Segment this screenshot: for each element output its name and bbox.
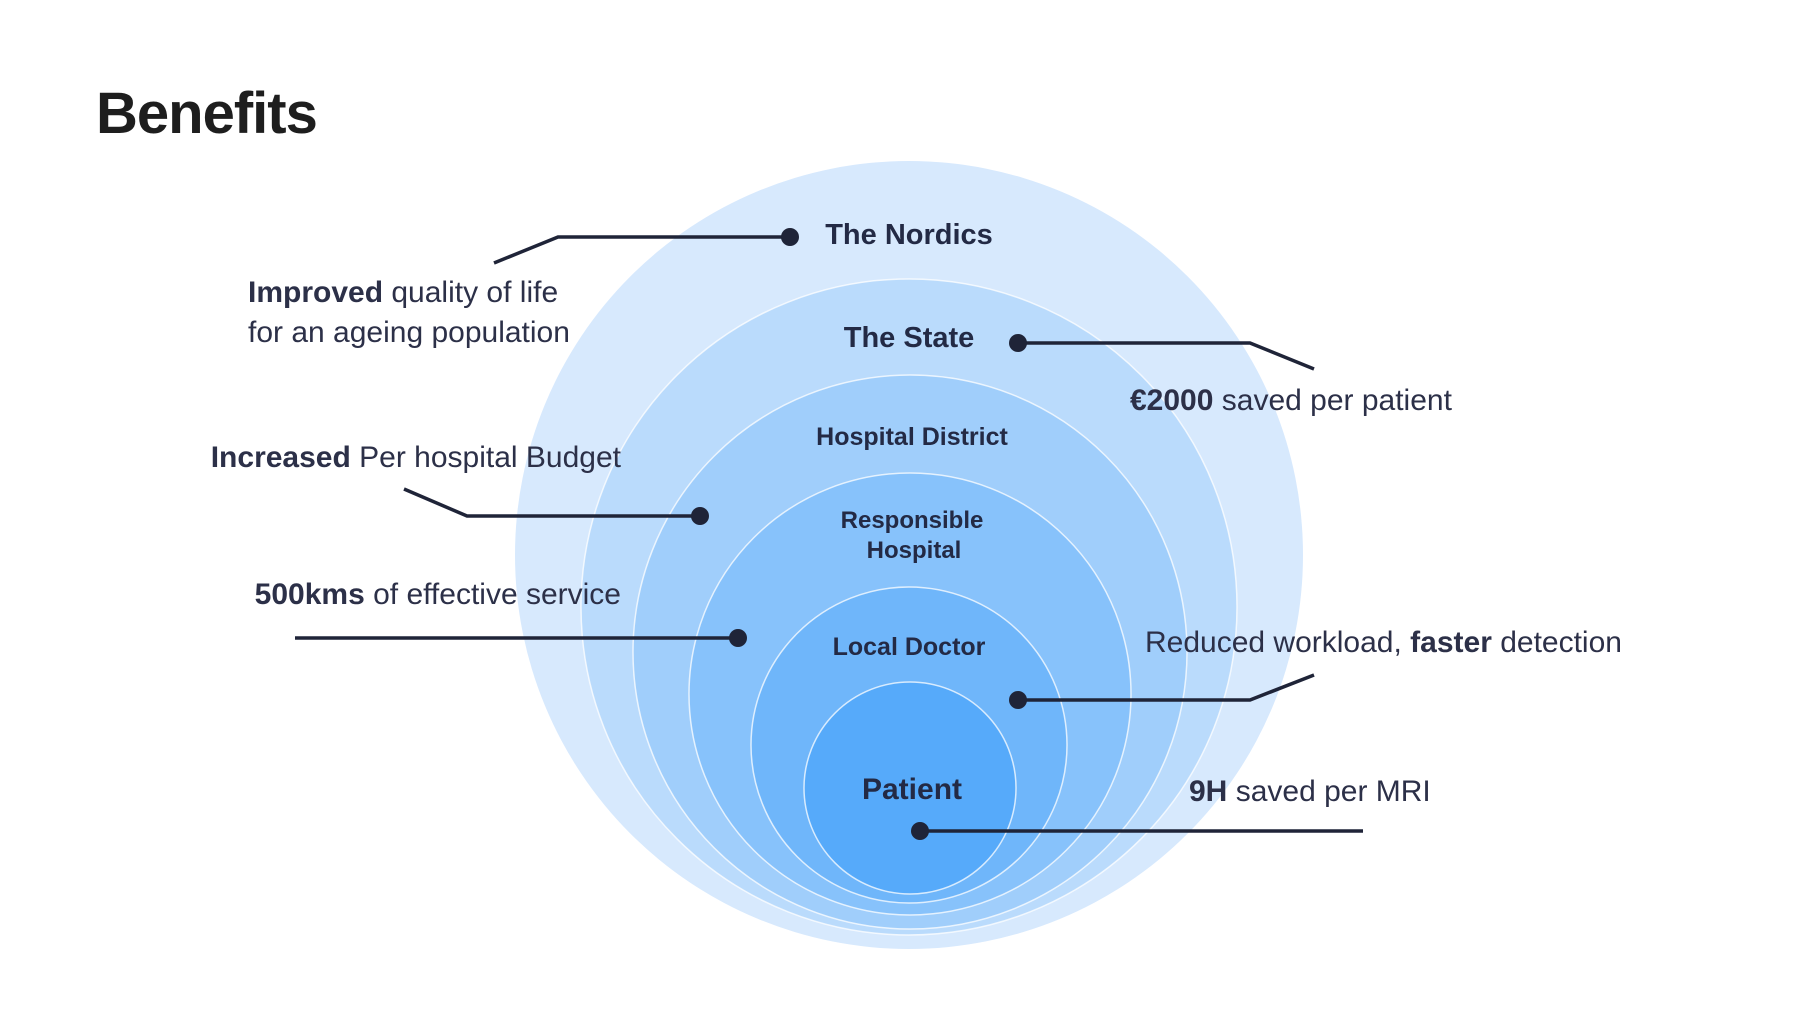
benefit-nordics-line1: Improved quality of life — [248, 276, 558, 309]
benefit-state: €2000 saved per patient — [1130, 384, 1453, 417]
benefit-local-doctor: Reduced workload, faster detection — [1145, 626, 1622, 659]
benefit-responsible: 500kms of effective service — [255, 578, 621, 611]
connector-state — [1018, 341, 1315, 371]
connector-dot-state — [1009, 334, 1027, 352]
ring-label-hospital-district: Hospital District — [816, 423, 1008, 451]
ring-patient — [803, 681, 1017, 895]
page-title: Benefits — [96, 81, 317, 146]
connector-dot-responsible — [729, 629, 747, 647]
connector-dot-local-doctor — [1009, 691, 1027, 709]
connector-nordics — [493, 235, 790, 265]
concentric-rings — [515, 161, 1303, 949]
ring-label-local-doctor: Local Doctor — [833, 633, 986, 661]
ring-label-state: The State — [844, 322, 975, 354]
connector-dot-patient — [911, 822, 929, 840]
benefit-nordics-line2: for an ageing population — [248, 316, 570, 349]
ring-label-responsible-line1: Responsible — [841, 507, 984, 534]
ring-label-responsible-line2: Hospital — [867, 537, 962, 564]
ring-label-nordics: The Nordics — [825, 219, 993, 251]
ring-label-patient: Patient — [862, 773, 962, 806]
connector-local-doctor — [1018, 673, 1315, 702]
benefit-patient: 9H saved per MRI — [1189, 775, 1431, 808]
connectors — [295, 228, 1363, 840]
connector-dot-nordics — [781, 228, 799, 246]
connector-district — [403, 487, 700, 518]
connector-dot-district — [691, 507, 709, 525]
benefit-district: Increased Per hospital Budget — [211, 441, 622, 474]
